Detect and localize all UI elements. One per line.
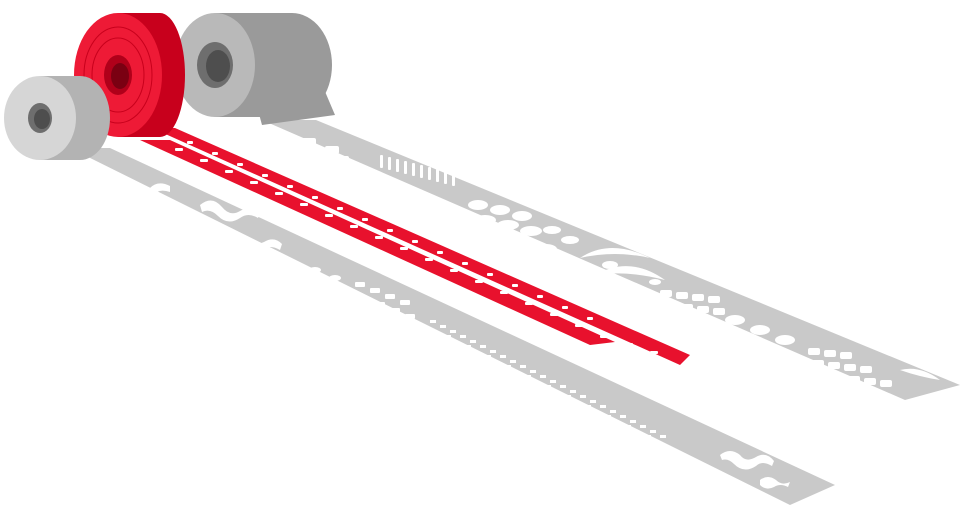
small-gray-roll [4, 76, 110, 160]
back-gray-tape [262, 120, 960, 400]
front-gray-tape [70, 148, 835, 505]
large-gray-roll [175, 13, 335, 125]
red-tape [140, 128, 690, 365]
